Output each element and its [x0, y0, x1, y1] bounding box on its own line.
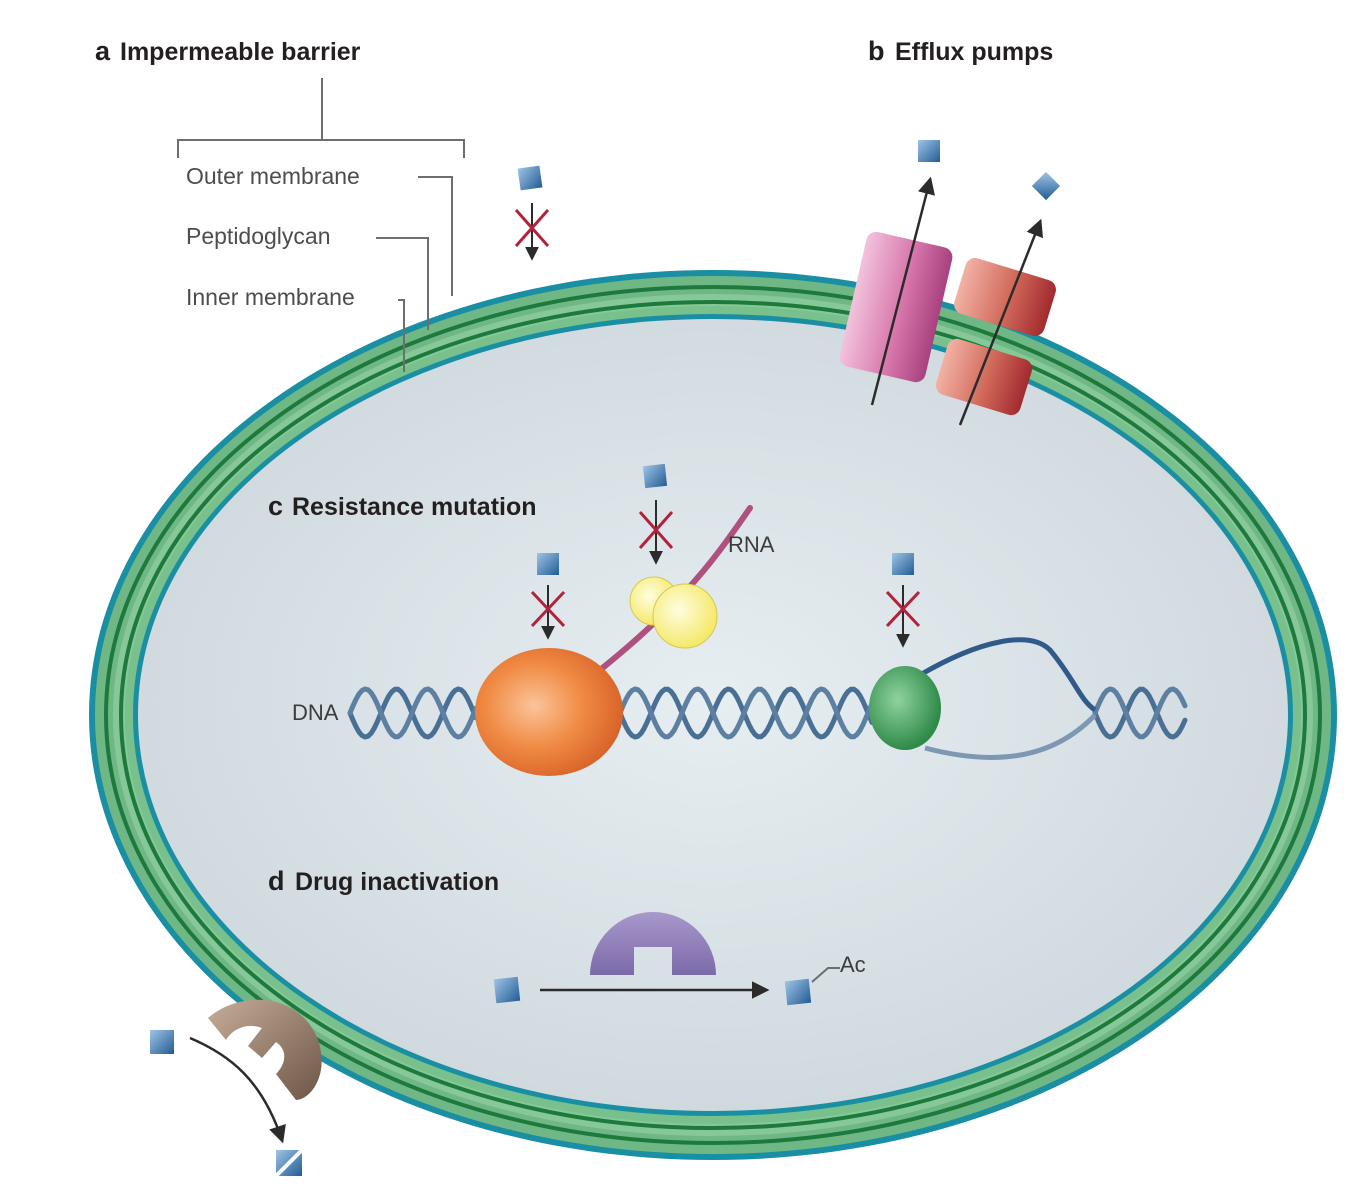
- peptidoglycan-line-2: [119, 300, 1307, 1130]
- efflux-arrow-1: [870, 176, 935, 406]
- panel-b-letter: b: [868, 36, 885, 66]
- rna-strand: [597, 505, 753, 673]
- block-mark-icon: [530, 590, 566, 628]
- membrane-enzyme-brown: [208, 999, 322, 1100]
- acetylated-drug-molecule: [784, 978, 812, 1006]
- inner-membrane-label: Inner membrane: [186, 284, 355, 310]
- efflux-arrow-2: [958, 218, 1044, 426]
- outer-membrane-label: Outer membrane: [186, 163, 360, 189]
- ribosome-large-subunit: [652, 583, 718, 649]
- peptidoglycan-line-1: [104, 285, 1322, 1145]
- inactivating-enzyme-purple: [590, 912, 716, 975]
- drug-molecule: [1031, 171, 1061, 201]
- panel-c-title: Resistance mutation: [292, 493, 537, 521]
- dna-strand-e: [1092, 686, 1188, 740]
- dna-bubble-bottom: [924, 713, 1097, 760]
- dna-bubble-top: [918, 637, 1097, 713]
- dna-strand-b: [347, 686, 479, 740]
- acetyl-bond: [811, 967, 840, 983]
- panel-d-letter: d: [268, 866, 285, 896]
- panel-d-title: Drug inactivation: [295, 868, 499, 896]
- acetyl-label: Ac: [840, 952, 866, 977]
- panel-a-impermeable-barrier: a Impermeable barrier Outer membrane Pep…: [95, 36, 550, 372]
- panel-a-title: Impermeable barrier: [120, 38, 361, 66]
- panel-c-resistance-mutation: c Resistance mutation DNA RNA: [268, 463, 1188, 776]
- panel-b-title: Efflux pumps: [895, 38, 1053, 66]
- dna-strand-f: [1092, 686, 1188, 740]
- drug-molecule: [892, 553, 914, 575]
- degraded-drug-cleavage: [274, 1148, 304, 1178]
- block-mark-icon: [514, 209, 550, 247]
- drug-molecule: [537, 553, 559, 575]
- drug-molecule: [517, 165, 543, 191]
- dna-strand-d: [617, 686, 875, 740]
- outer-membrane-leader: [418, 176, 453, 296]
- block-mark-icon: [638, 511, 674, 549]
- drug-molecule: [493, 976, 521, 1004]
- drug-molecule: [150, 1030, 174, 1054]
- rna-label: RNA: [728, 532, 775, 557]
- peptidoglycan-label: Peptidoglycan: [186, 223, 331, 249]
- dna-label: DNA: [292, 700, 339, 725]
- panel-a-bracket: [177, 78, 465, 158]
- topoisomerase: [869, 666, 941, 750]
- panel-d-drug-inactivation: d Drug inactivation Ac: [150, 866, 866, 1178]
- drug-molecule: [642, 463, 668, 489]
- panel-b-efflux-pumps: b Efflux pumps: [839, 36, 1061, 426]
- drug-molecule: [918, 140, 940, 162]
- rna-polymerase: [475, 648, 623, 776]
- panel-a-letter: a: [95, 36, 111, 66]
- block-mark-icon: [885, 590, 921, 628]
- dna-strand-c: [617, 686, 875, 740]
- efflux-pump-red-upper: [954, 258, 1056, 336]
- degradation-arrow: [189, 1036, 286, 1144]
- efflux-pump-red-lower: [935, 338, 1033, 416]
- inner-membrane-leader: [398, 299, 405, 372]
- panel-c-letter: c: [268, 491, 283, 521]
- peptidoglycan-leader: [376, 237, 429, 330]
